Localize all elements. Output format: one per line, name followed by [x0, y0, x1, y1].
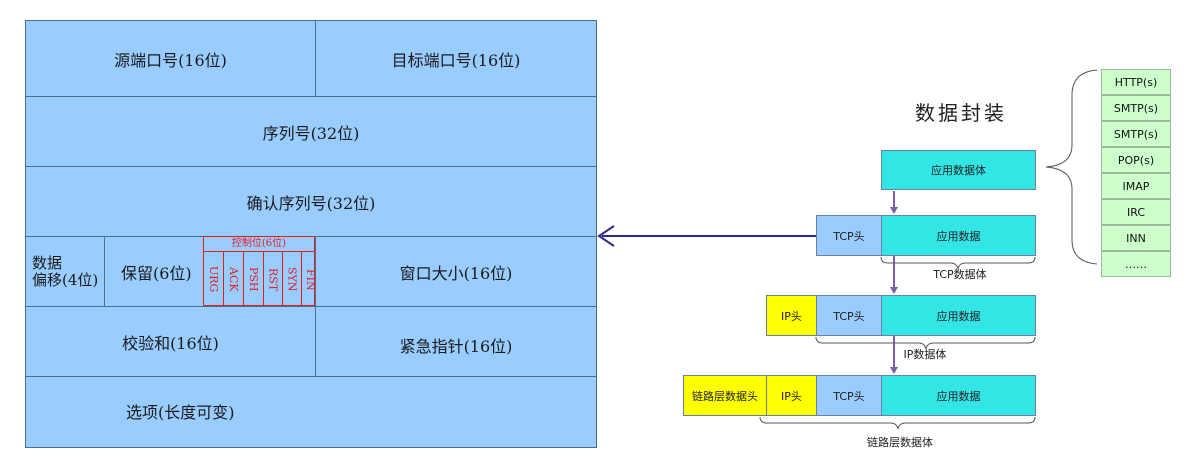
app-data-label-2: 应用数据: [936, 309, 981, 323]
down-arrow-3-head: [890, 367, 898, 374]
ip-head-label-1: IP头: [781, 309, 802, 323]
tcp-body-label: TCP数据体: [933, 268, 987, 281]
down-arrow-1-head: [890, 207, 898, 214]
app-data-box-2: 应用数据: [881, 295, 1036, 336]
ip-head-box-2: IP头: [766, 375, 817, 416]
protocol-item: IRC: [1101, 199, 1171, 225]
link-body-brace: [759, 416, 1036, 430]
down-arrow-2-head: [890, 287, 898, 294]
ip-head-box-1: IP头: [766, 295, 817, 336]
encapsulation-title: 数据封装: [915, 101, 1007, 125]
app-data-body-box: 应用数据体: [881, 150, 1036, 190]
protocol-item: IMAP: [1101, 173, 1171, 199]
sequence-number-field: 序列号(32位): [25, 96, 597, 167]
ip-body-brace: [815, 336, 1036, 350]
protocol-item: ……: [1101, 251, 1171, 277]
app-data-box-1: 应用数据: [881, 215, 1036, 256]
flag-psh: PSH: [244, 252, 264, 307]
window-size-label: 窗口大小(16位): [399, 263, 513, 283]
link-body-label: 链路层数据体: [867, 436, 933, 449]
options-label: 选项(长度可变): [126, 403, 235, 422]
arrow-to-header-head: [597, 225, 615, 247]
protocol-list: HTTP(s) SMTP(s) SMTP(s) POP(s) IMAP IRC …: [1101, 69, 1171, 277]
ack-number-label: 确认序列号(32位): [246, 193, 376, 213]
control-bits-group: 控制位(6位) URG ACK PSH RST SYN FIN: [203, 236, 317, 307]
tcp-head-box-2: TCP头: [816, 295, 882, 336]
tcp-head-box-3: TCP头: [816, 375, 882, 416]
data-offset-label-2: 偏移(4位): [32, 270, 99, 289]
ip-body-label: IP数据体: [903, 348, 947, 361]
urgent-pointer-field: 紧急指针(16位): [315, 306, 597, 377]
reserved-label: 保留(6位): [121, 263, 192, 283]
protocol-brace: [1045, 69, 1098, 265]
checksum-label: 校验和(16位): [122, 333, 219, 353]
options-field: 选项(长度可变): [25, 376, 597, 448]
window-size-field: 窗口大小(16位): [315, 236, 597, 307]
flag-fin: FIN: [304, 268, 317, 291]
control-flags: URG ACK PSH RST SYN FIN: [204, 252, 317, 307]
link-head-box: 链路层数据头: [683, 375, 767, 416]
protocol-item: INN: [1101, 225, 1171, 251]
tcp-head-label-2: TCP头: [833, 309, 865, 323]
app-data-label-1: 应用数据: [936, 229, 981, 243]
protocol-item: POP(s): [1101, 147, 1171, 173]
tcp-head-box-1: TCP头: [816, 215, 882, 256]
app-data-label-3: 应用数据: [936, 389, 981, 403]
flag-syn: SYN: [283, 252, 302, 307]
source-port-field: 源端口号(16位): [25, 20, 316, 97]
tcp-head-label-1: TCP头: [833, 229, 865, 243]
protocol-item: SMTP(s): [1101, 95, 1171, 121]
protocol-item: HTTP(s): [1101, 69, 1171, 95]
app-data-body-label: 应用数据体: [931, 164, 986, 177]
sequence-number-label: 序列号(32位): [262, 123, 360, 143]
flag-urg: URG: [204, 252, 224, 307]
link-head-label: 链路层数据头: [692, 389, 758, 403]
data-offset-label-1: 数据: [32, 253, 63, 272]
urgent-pointer-label: 紧急指针(16位): [399, 337, 513, 356]
destination-port-field: 目标端口号(16位): [315, 20, 597, 97]
control-bits-title: 控制位(6位): [204, 237, 314, 252]
tcp-body-brace: [880, 256, 1036, 270]
protocol-item: SMTP(s): [1101, 121, 1171, 147]
source-port-label: 源端口号(16位): [114, 50, 227, 70]
reserved-field: 保留(6位): [104, 236, 316, 307]
app-data-box-3: 应用数据: [881, 375, 1036, 416]
data-offset-field: 数据 偏移(4位): [25, 236, 105, 307]
ip-head-label-2: IP头: [781, 389, 802, 403]
destination-port-label: 目标端口号(16位): [391, 50, 521, 70]
flag-rst: RST: [264, 252, 283, 307]
flag-ack: ACK: [224, 252, 244, 307]
tcp-head-label-3: TCP头: [833, 389, 865, 403]
